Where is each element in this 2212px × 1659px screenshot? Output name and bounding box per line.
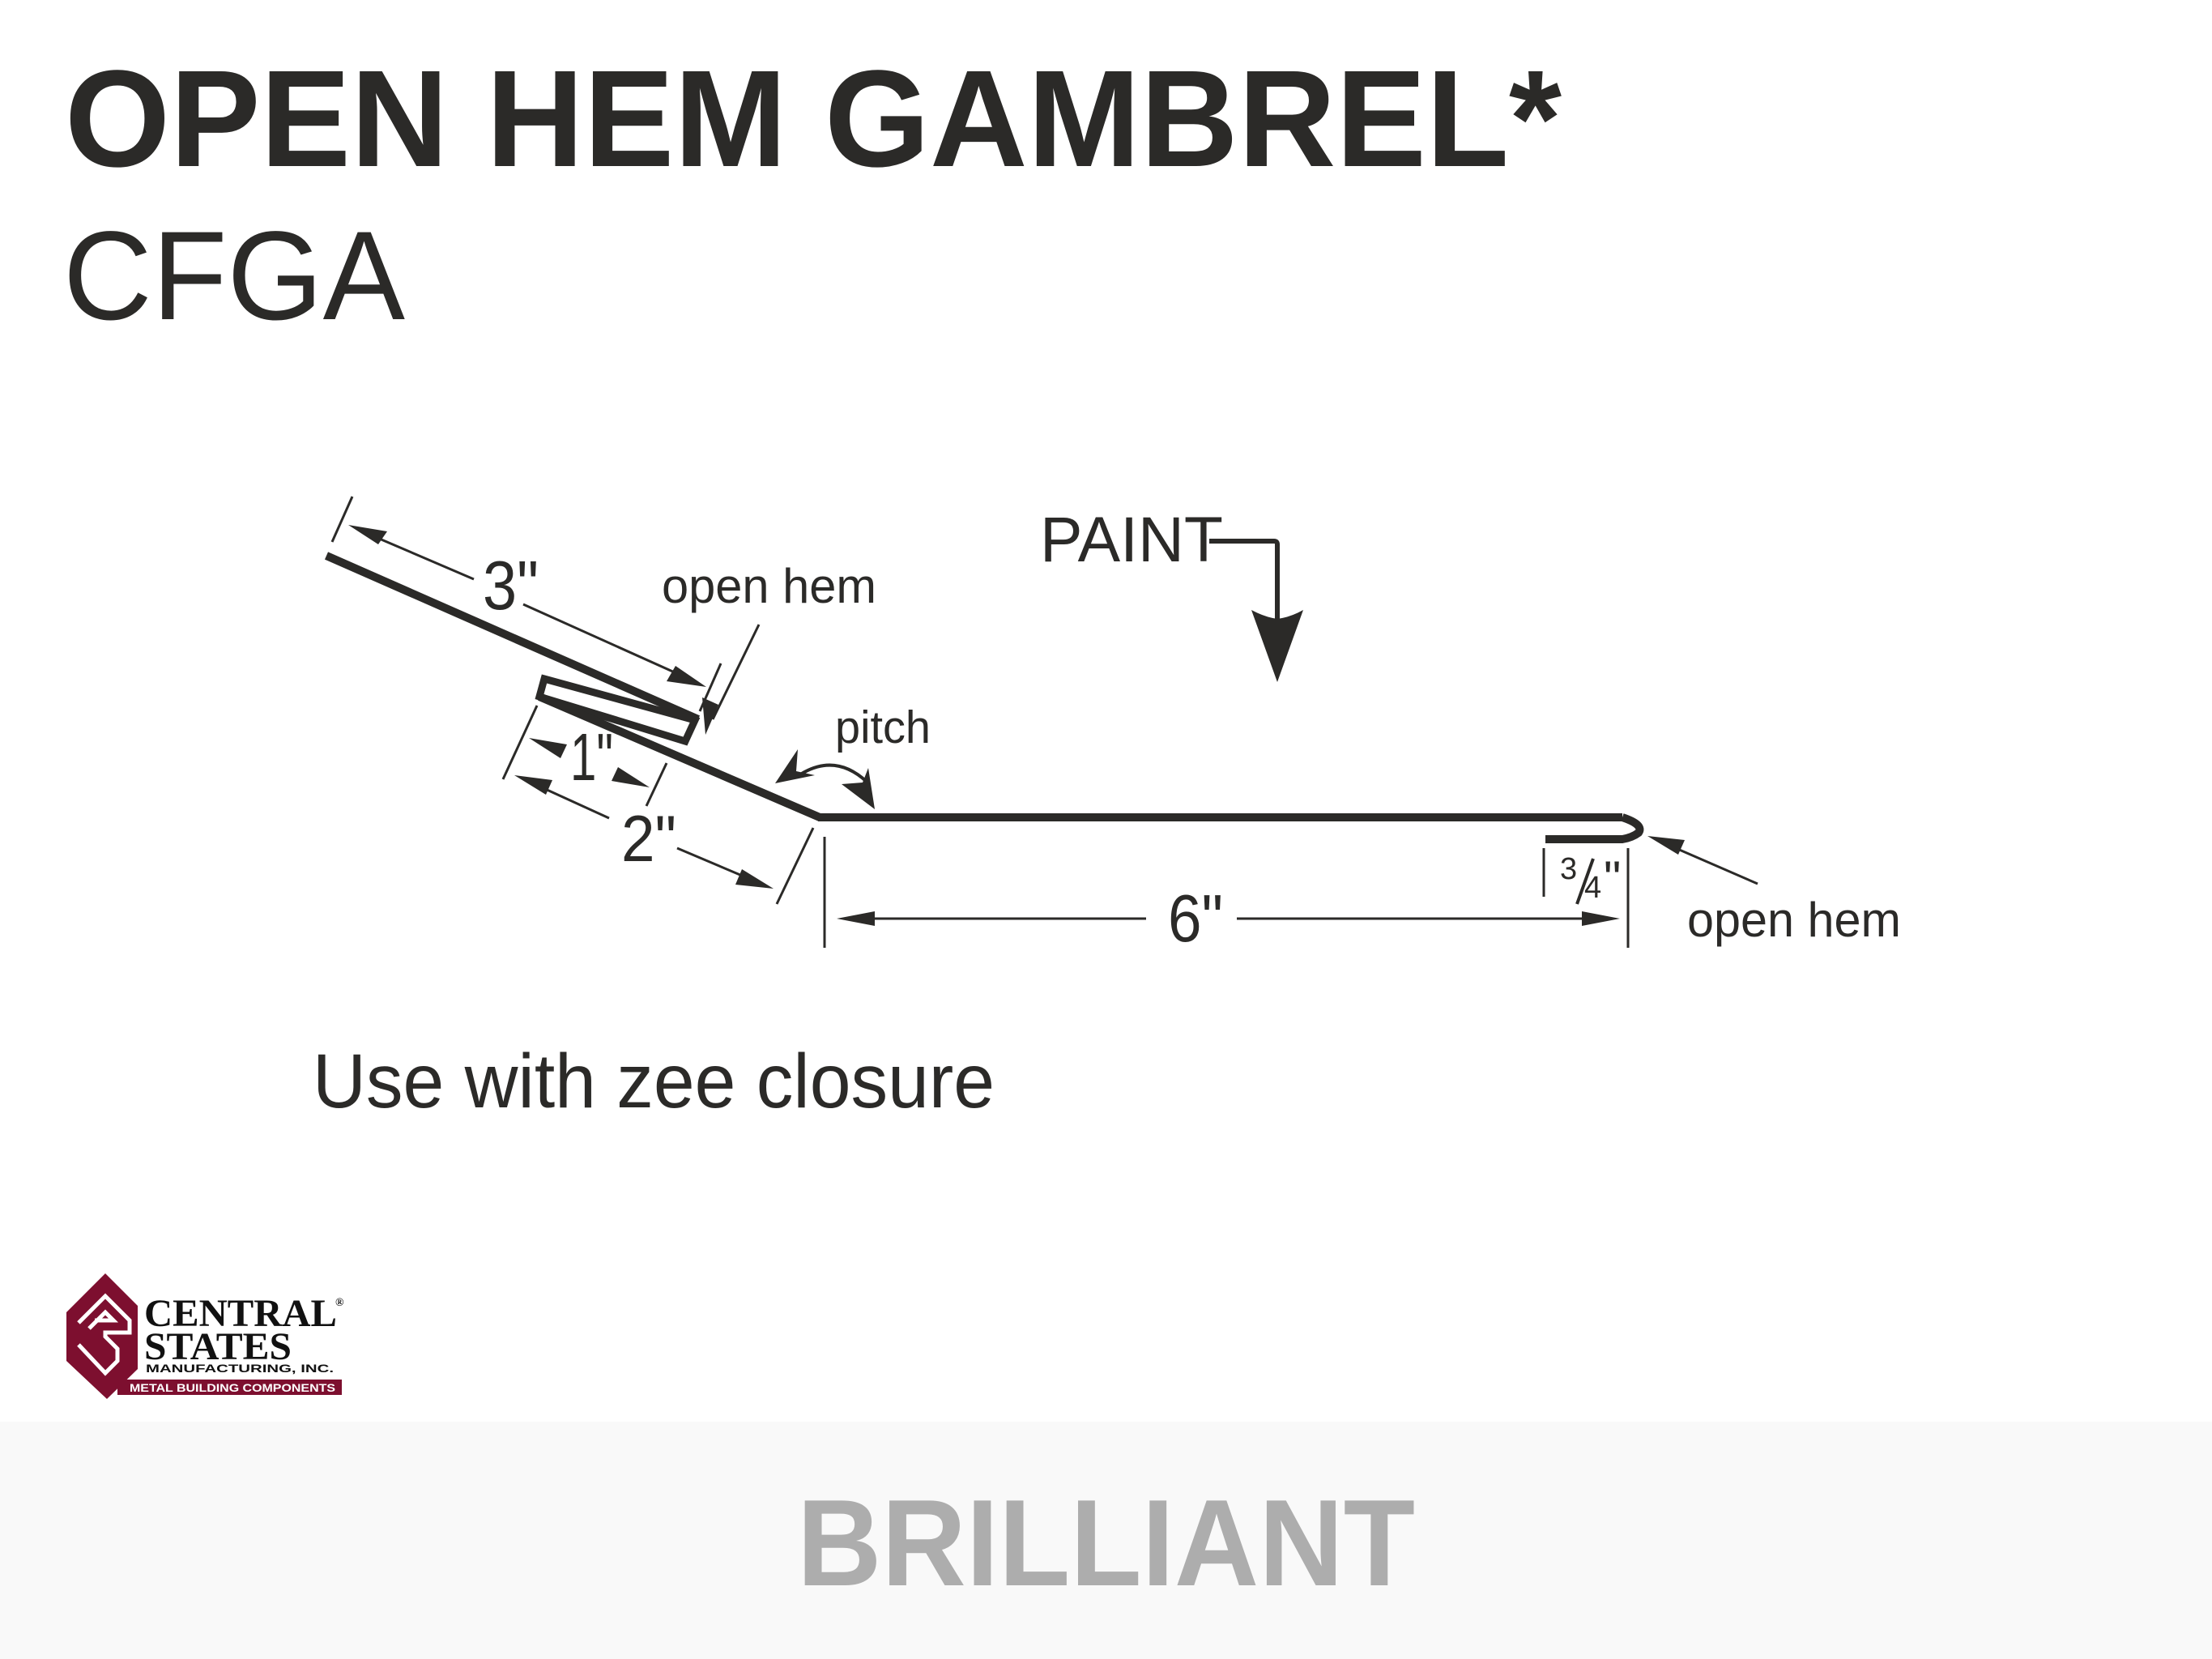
color-banner	[0, 1422, 2212, 1659]
dim-34-fraction-slash	[1575, 858, 1595, 905]
color-name: BRILLIANT	[797, 1474, 1415, 1612]
dim-34-denominator: 4	[1584, 871, 1601, 905]
end-hem-label: open hem	[1687, 893, 1901, 947]
logo-line-central: CENTRAL	[144, 1292, 337, 1335]
dim-1-tick-left	[501, 705, 539, 780]
logo-line-manufacturing: MANUFACTURING, INC.	[146, 1362, 334, 1375]
arrowhead-icon	[529, 738, 567, 758]
logo-tagline-bar	[117, 1380, 342, 1395]
logo-tagline: METAL BUILDING COMPONENTS	[130, 1381, 335, 1394]
company-logo: CENTRAL ® STATES MANUFACTURING, INC. MET…	[66, 1273, 344, 1399]
logo-registered: ®	[335, 1297, 344, 1309]
dim-1-tick-right	[645, 762, 668, 807]
logo-line-states: STATES	[144, 1325, 292, 1368]
profile-hem	[535, 674, 701, 746]
profile-end-hem	[1545, 813, 1644, 843]
dim-34-unit: "	[1604, 851, 1621, 906]
logo-mark-icon	[66, 1273, 138, 1399]
pitch-label: pitch	[835, 702, 931, 753]
top-hem-label: open hem	[662, 559, 876, 613]
usage-note: Use with zee closure	[313, 1038, 995, 1124]
dim-3-line-right	[522, 603, 693, 682]
paint-label: PAINT	[1040, 503, 1223, 575]
part-code: CFGA	[63, 206, 405, 347]
dim-34-numerator: 3	[1560, 852, 1577, 886]
logo-s-inner	[87, 1309, 119, 1330]
profile-diagram: 3" open hem 1" 2" pitch 6" 3	[324, 496, 1901, 956]
arrowhead-icon	[842, 768, 875, 809]
top-hem-leader	[711, 624, 761, 720]
arrowhead-icon	[667, 666, 706, 687]
pitch-arc	[796, 763, 868, 783]
paint-leader	[1209, 539, 1280, 624]
page-title: OPEN HEM GAMBREL*	[65, 42, 1562, 196]
dim-3-label: 3"	[483, 548, 539, 625]
dim-6-label: 6"	[1168, 881, 1223, 956]
arrowhead-icon	[348, 525, 387, 544]
arrowhead-icon	[1647, 836, 1685, 855]
dim-2-label: 2"	[621, 803, 676, 876]
arrowhead-icon	[514, 775, 552, 795]
dim-2-tick-right	[775, 827, 815, 905]
profile-lower-slope	[538, 693, 821, 821]
profile-top-flange	[324, 552, 701, 723]
logo-s-stroke	[77, 1293, 132, 1376]
dim-1-label: 1"	[570, 719, 613, 795]
arrowhead-icon	[775, 749, 815, 783]
arrowhead-icon	[735, 869, 774, 889]
paint-arrow-icon	[1251, 610, 1303, 682]
arrowhead-icon	[837, 911, 875, 926]
arrowhead-icon	[1582, 911, 1620, 926]
arrowhead-icon	[612, 767, 650, 787]
arrowhead-icon	[702, 697, 718, 735]
dim-3-tick-left	[330, 496, 354, 543]
